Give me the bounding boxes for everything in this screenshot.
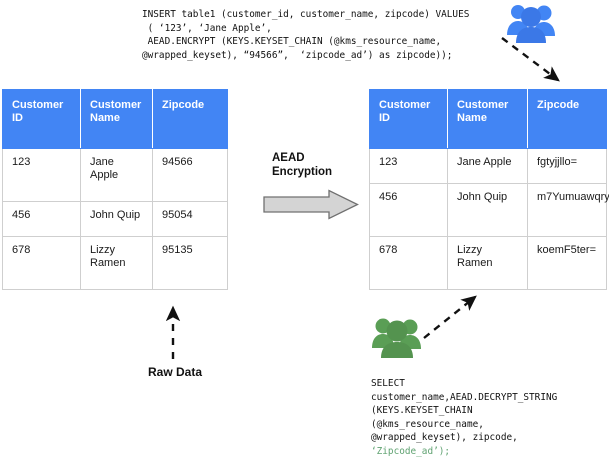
select-statement: SELECT customer_name,AEAD.DECRYPT_STRING… bbox=[371, 377, 557, 459]
table-row: 456 John Quip m7Yumuawqry bbox=[369, 183, 609, 237]
dashed-arrow-up-right-icon bbox=[423, 295, 477, 339]
cell-customer-id: 123 bbox=[2, 148, 81, 202]
insert-statement: INSERT table1 (customer_id, customer_nam… bbox=[142, 8, 469, 62]
select-line-3: (KEYS.KEYSET_CHAIN bbox=[371, 405, 473, 417]
cell-customer-name: John Quip bbox=[80, 201, 153, 237]
insert-line-4: @wrapped_keyset), “94566”, ‘zipcode_ad’)… bbox=[142, 49, 453, 61]
table-row: 456 John Quip 95054 bbox=[2, 201, 228, 237]
dashed-arrow-icon bbox=[501, 37, 560, 82]
cell-zipcode: 95054 bbox=[152, 201, 228, 237]
insert-line-3: AEAD.ENCRYPT (KEYS.KEYSET_CHAIN (@kms_re… bbox=[142, 36, 442, 48]
table-row: 678 Lizzy Ramen 95135 bbox=[2, 236, 228, 290]
cell-zipcode: fgtyjjllo= bbox=[527, 148, 607, 184]
table-row: 123 Jane Apple 94566 bbox=[2, 148, 228, 202]
cell-customer-name: Lizzy Ramen bbox=[80, 236, 153, 290]
header-line-1: Customer bbox=[12, 99, 64, 111]
select-line-4: (@kms_resource_name, bbox=[371, 418, 484, 430]
header-line-2: Name bbox=[90, 112, 120, 124]
select-line-5: @wrapped_keyset), zipcode, bbox=[371, 432, 518, 444]
aead-encryption-label: AEAD Encryption bbox=[272, 151, 332, 179]
table-row: 123 Jane Apple fgtyjjllo= bbox=[369, 148, 607, 184]
cell-customer-name: John Quip bbox=[447, 183, 528, 237]
column-header-zipcode: Zipcode bbox=[152, 89, 228, 149]
cell-customer-id: 456 bbox=[2, 201, 81, 237]
cell-customer-name: Jane Apple bbox=[447, 148, 528, 184]
header-line-2: Name bbox=[457, 112, 487, 124]
people-group-icon bbox=[372, 318, 421, 358]
cell-customer-id: 678 bbox=[2, 236, 81, 290]
select-line-6: ‘Zipcode_ad’); bbox=[371, 445, 451, 457]
cell-customer-name: Jane Apple bbox=[80, 148, 153, 202]
cell-zipcode: koemF5ter= bbox=[527, 236, 607, 290]
cell-zipcode: 95135 bbox=[152, 236, 228, 290]
header-line-1: Customer bbox=[90, 99, 142, 111]
cell-customer-id: 456 bbox=[369, 183, 448, 237]
dashed-arrow-up-icon bbox=[165, 305, 181, 359]
header-line-1: Zipcode bbox=[162, 99, 205, 111]
header-line-2: ID bbox=[379, 112, 390, 124]
header-line-1: Customer bbox=[457, 99, 509, 111]
aead-label-line-2: Encryption bbox=[272, 166, 333, 178]
header-line-1: Zipcode bbox=[537, 99, 580, 111]
people-group-icon bbox=[507, 5, 555, 43]
column-header-zipcode: Zipcode bbox=[527, 89, 607, 149]
cell-zipcode: 94566 bbox=[152, 148, 228, 202]
insert-line-1: INSERT table1 (customer_id, customer_nam… bbox=[142, 9, 470, 20]
cell-customer-id: 123 bbox=[369, 148, 448, 184]
cell-customer-id: 678 bbox=[369, 236, 448, 290]
header-line-1: Customer bbox=[379, 99, 431, 111]
table-row: 678 Lizzy Ramen koemF5ter= bbox=[369, 236, 607, 290]
cell-zipcode: m7Yumuawqry bbox=[527, 183, 609, 237]
raw-data-label: Raw Data bbox=[147, 365, 203, 379]
cell-customer-name: Lizzy Ramen bbox=[447, 236, 528, 290]
aead-label-line-1: AEAD bbox=[272, 152, 305, 164]
insert-line-2: ( ‘123’, ‘Jane Apple’, bbox=[142, 22, 272, 34]
header-line-2: ID bbox=[12, 112, 23, 124]
select-line-1: SELECT bbox=[371, 378, 405, 389]
select-line-2: customer_name,AEAD.DECRYPT_STRING bbox=[371, 391, 558, 403]
right-block-arrow-icon bbox=[263, 189, 359, 220]
